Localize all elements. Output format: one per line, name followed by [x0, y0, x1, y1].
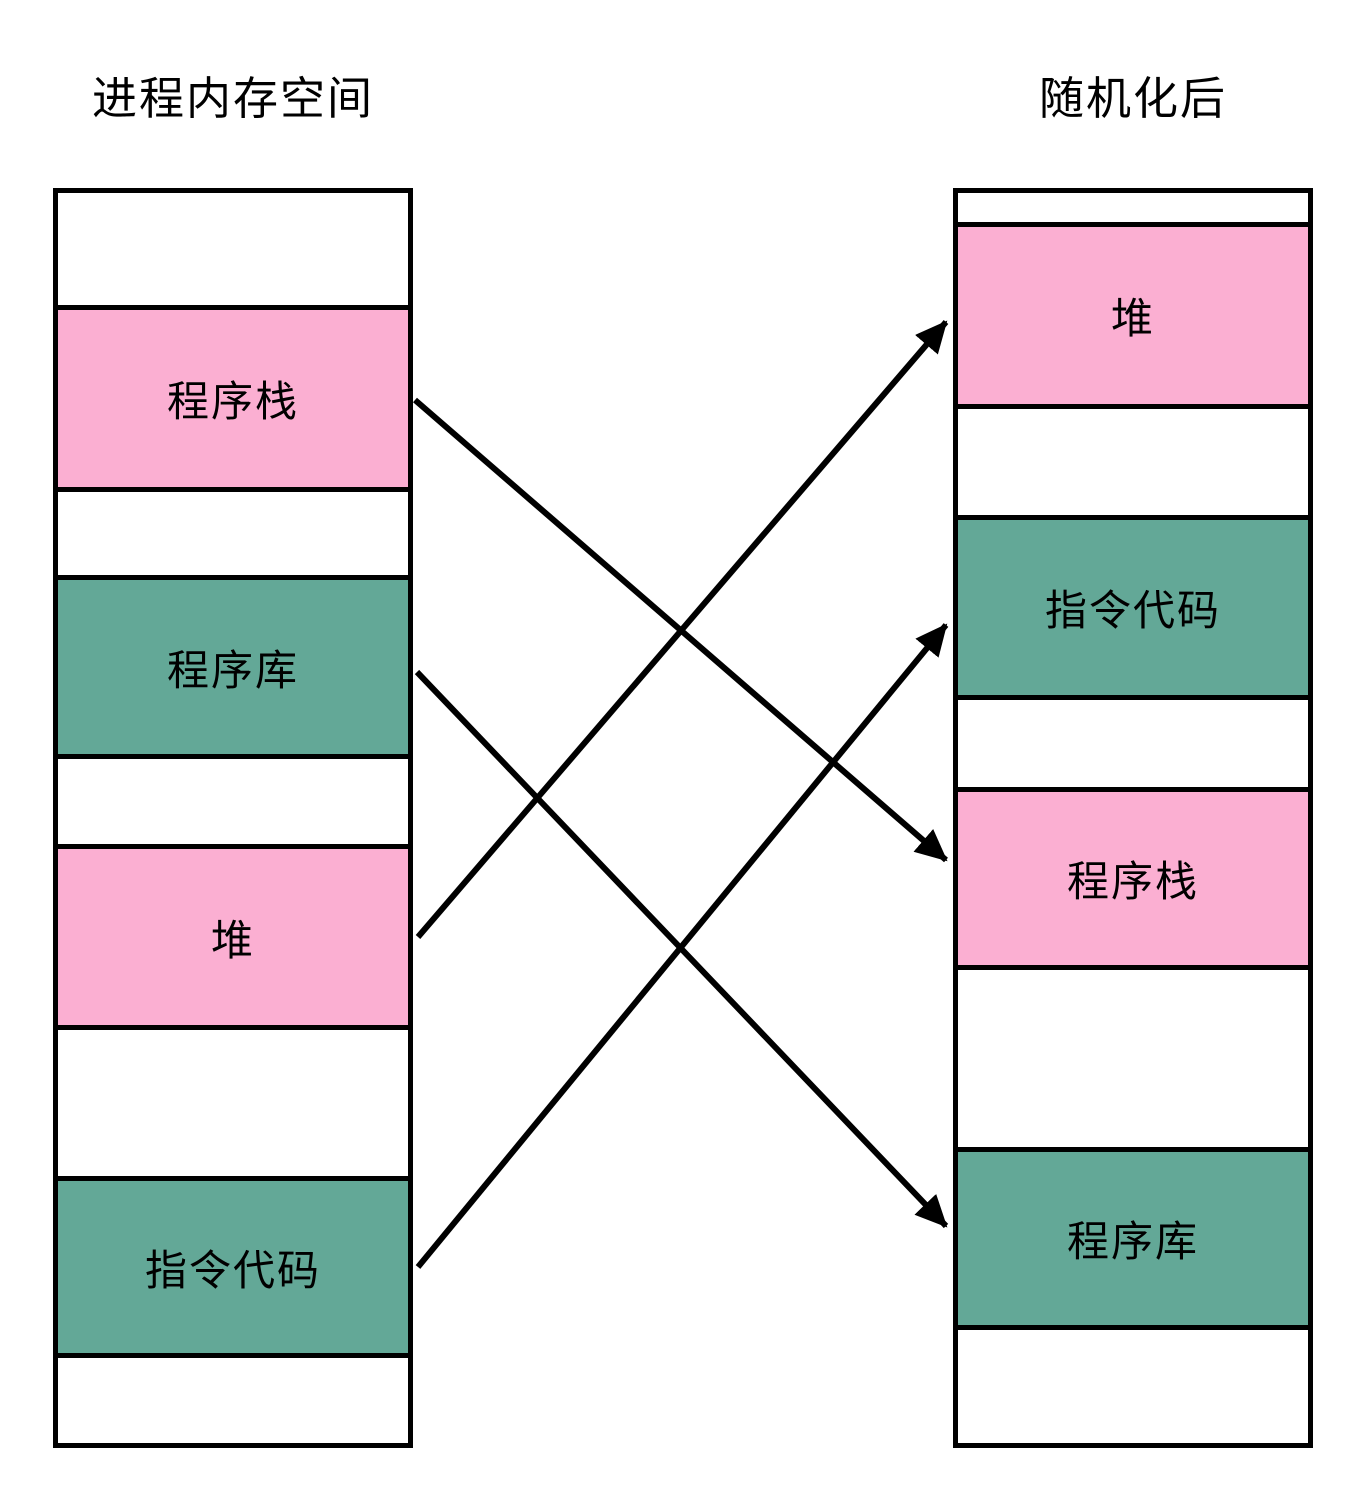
left-segment-empty-4	[58, 1030, 408, 1181]
right-segment-empty-2	[958, 409, 1308, 520]
arrow-program-library	[414, 669, 949, 1229]
process-memory-column: 程序栈 程序库 堆 指令代码	[53, 188, 413, 1448]
right-segment-empty-5	[958, 1330, 1308, 1443]
left-segment-empty-3	[58, 759, 408, 849]
segment-label: 程序库	[1066, 1218, 1199, 1265]
right-segment-program-library: 程序库	[958, 1152, 1308, 1330]
right-segment-empty-1	[958, 193, 1308, 227]
left-column-title: 进程内存空间	[91, 73, 374, 124]
right-segment-heap: 堆	[958, 227, 1308, 409]
left-segment-empty-1	[58, 193, 408, 310]
left-segment-empty-2	[58, 492, 408, 580]
left-segment-program-stack: 程序栈	[58, 310, 408, 492]
left-segment-program-library: 程序库	[58, 580, 408, 759]
right-segment-program-stack: 程序栈	[958, 792, 1308, 970]
segment-label: 指令代码	[144, 1246, 321, 1294]
randomized-memory-column: 堆 指令代码 程序栈 程序库	[953, 188, 1313, 1448]
segment-label: 堆	[1110, 295, 1155, 342]
left-segment-instruction-code: 指令代码	[58, 1181, 408, 1358]
right-segment-empty-3	[958, 700, 1308, 792]
segment-label: 程序栈	[166, 378, 299, 425]
right-segment-empty-4	[958, 970, 1308, 1152]
right-segment-instruction-code: 指令代码	[958, 520, 1308, 700]
left-segment-empty-5	[58, 1358, 408, 1443]
segment-label: 堆	[210, 916, 255, 964]
left-segment-heap: 堆	[58, 849, 408, 1030]
right-column-title: 随机化后	[1038, 73, 1227, 124]
segment-label: 程序库	[166, 646, 299, 694]
arrow-heap	[415, 320, 949, 939]
arrow-instruction-code	[415, 623, 949, 1269]
arrow-program-stack	[413, 397, 948, 863]
segment-label: 指令代码	[1044, 587, 1221, 634]
segment-label: 程序栈	[1066, 858, 1199, 905]
